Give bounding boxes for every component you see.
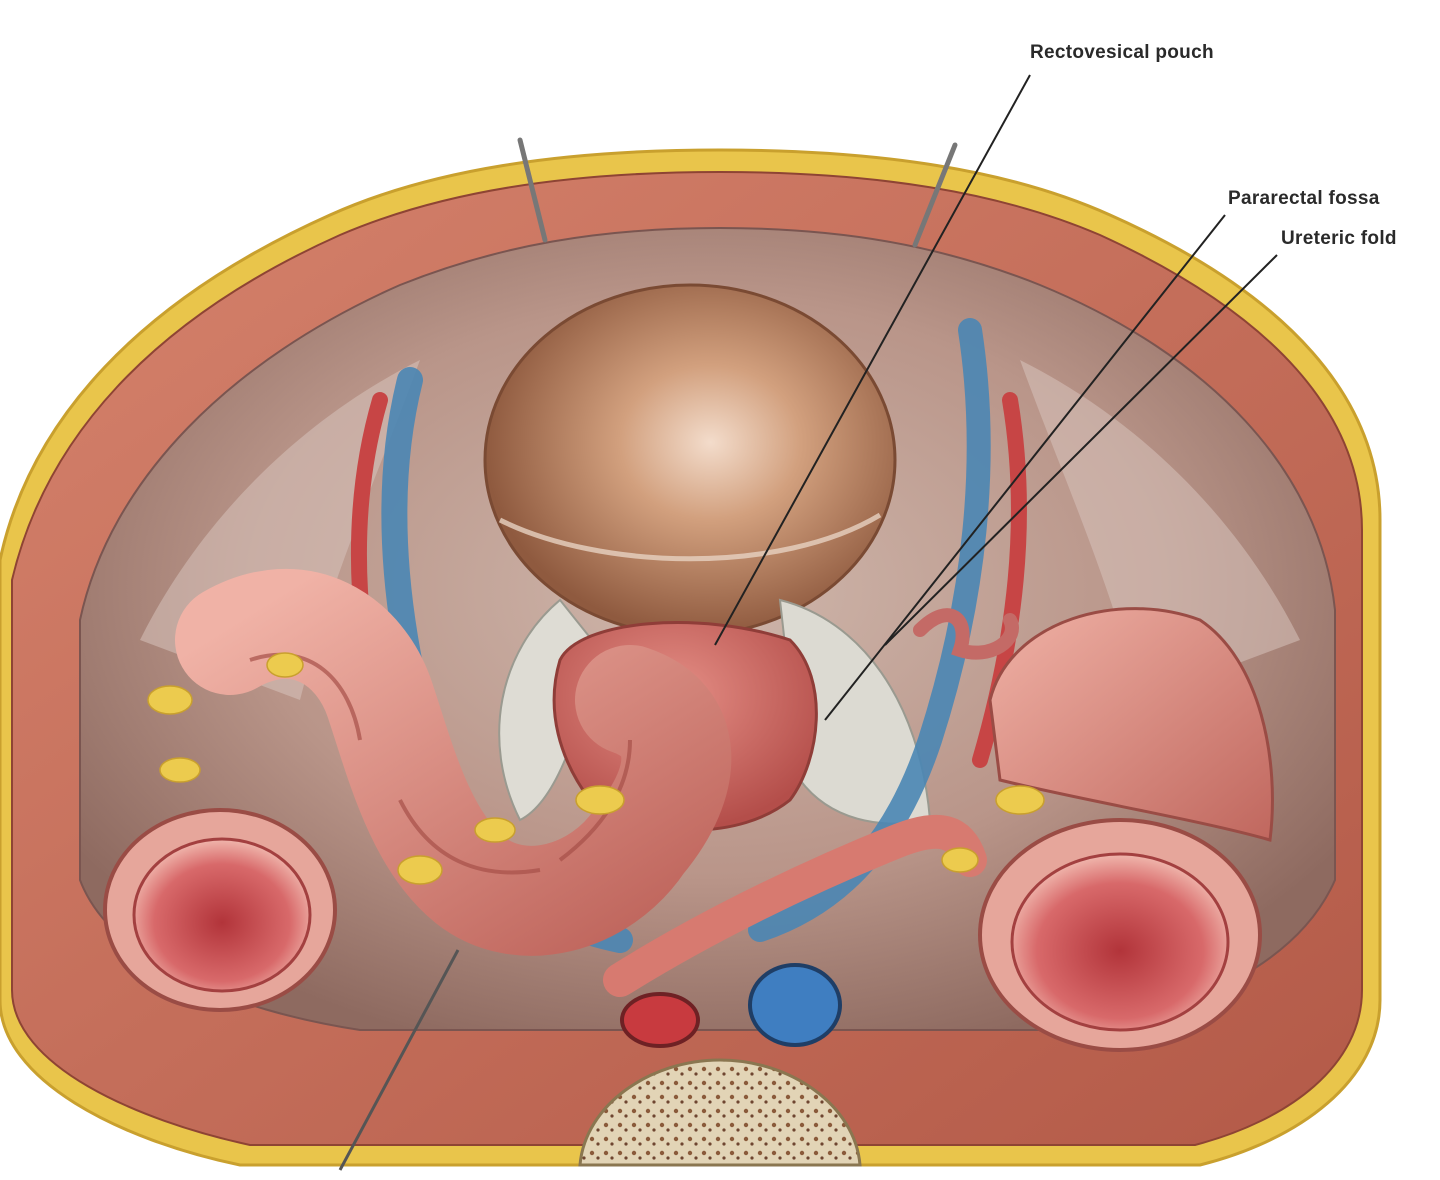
colon-lumen-left (132, 837, 312, 993)
appendix (913, 608, 1019, 660)
common-iliac-artery-section (620, 992, 700, 1048)
bladder-fold (498, 512, 882, 562)
fat-deposits (147, 652, 1045, 885)
urinary-bladder (483, 283, 897, 637)
retractor-bottom (338, 949, 460, 1171)
retractor-left (517, 137, 548, 243)
vertebral-body (578, 1058, 862, 1167)
leader-line-pararectal-fossa (824, 214, 1226, 721)
cecum (988, 607, 1274, 842)
sigmoid-mesenteric-vessel (603, 814, 987, 997)
leader-line-rectovesical-pouch (714, 74, 1031, 646)
ureteric-fold-region (778, 598, 932, 825)
label-rectovesical-pouch: Rectovesical pouch (1030, 42, 1214, 63)
colon-lumen-right (1010, 852, 1230, 1032)
leader-line-ureteric-fold (884, 254, 1278, 646)
label-ureteric-fold: Ureteric fold (1281, 228, 1397, 249)
retractor-right (912, 142, 958, 248)
external-iliac-vein-right (748, 318, 991, 942)
peritoneal-fold-right (1020, 360, 1300, 700)
label-pararectal-fossa: Pararectal fossa (1228, 188, 1380, 209)
common-iliac-vein-section (748, 963, 842, 1047)
sigmoid-colon (175, 568, 732, 956)
